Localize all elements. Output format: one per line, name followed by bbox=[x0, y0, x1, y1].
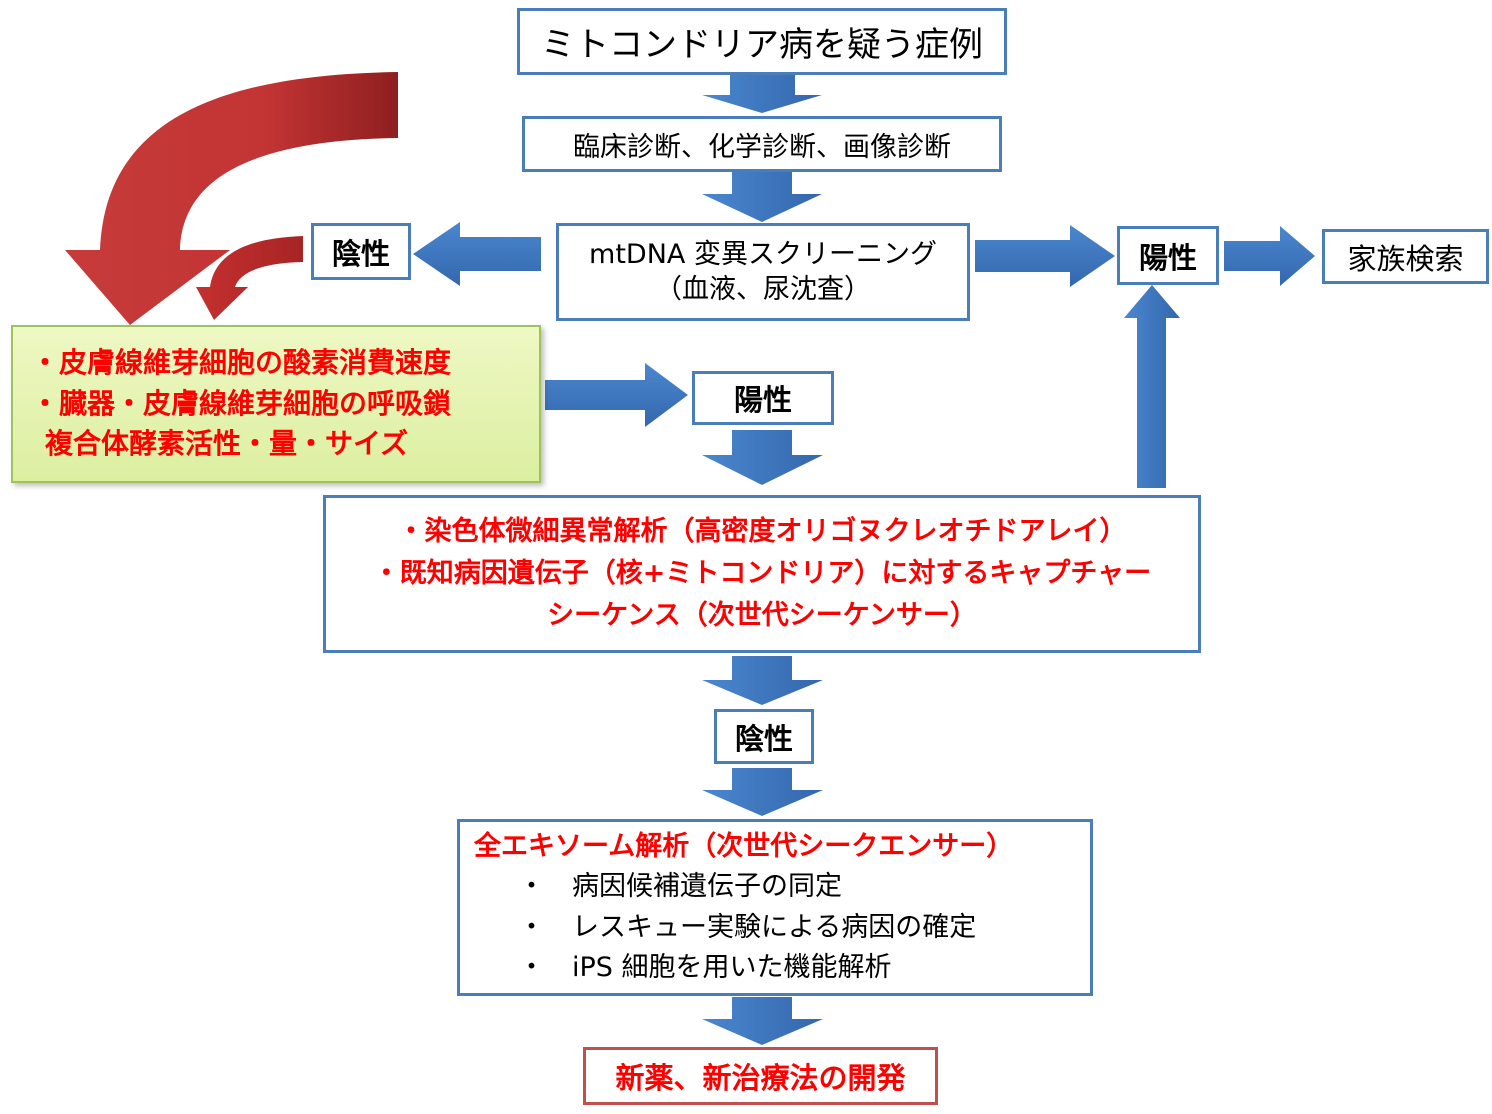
enzyme-box: ・皮膚線維芽細胞の酸素消費速度 ・臓器・皮膚線維芽細胞の呼吸鎖 複合体酵素活性・… bbox=[11, 325, 541, 483]
arrow-down-5 bbox=[702, 768, 823, 816]
arrow-right-family bbox=[1224, 226, 1315, 286]
screening-box: mtDNA 変異スクリーニング （血液、尿沈査） bbox=[556, 223, 970, 321]
chromosome-line-2: ・既知病因遺伝子（核+ミトコンドリア）に対するキャプチャー bbox=[372, 558, 1152, 590]
enzyme-line-3: 複合体酵素活性・量・サイズ bbox=[45, 427, 409, 461]
enzyme-line-2: ・臓器・皮膚線維芽細胞の呼吸鎖 bbox=[31, 386, 452, 420]
exome-item-3: ・ iPS 細胞を用いた機能解析 bbox=[518, 952, 892, 983]
positive-right-box: 陽性 bbox=[1117, 226, 1219, 285]
family-search-label: 家族検索 bbox=[1347, 241, 1464, 276]
positive-right-label: 陽性 bbox=[1138, 240, 1197, 275]
chromosome-box: ・染色体微細異常解析（高密度オリゴヌクレオチドアレイ） ・既知病因遺伝子（核+ミ… bbox=[323, 495, 1201, 653]
big-red-curved-arrow bbox=[65, 72, 398, 325]
exome-title: 全エキソーム解析（次世代シークエンサー） bbox=[474, 830, 1014, 862]
small-red-curved-arrow bbox=[196, 236, 303, 320]
arrow-down-6 bbox=[702, 997, 823, 1045]
arrow-up-right bbox=[1124, 285, 1180, 488]
arrow-down-3 bbox=[702, 430, 823, 485]
screening-line-1: mtDNA 変異スクリーニング bbox=[589, 238, 937, 270]
negative-mid-label: 陰性 bbox=[734, 721, 793, 756]
arrow-right-positive bbox=[975, 225, 1115, 287]
negative-left-label: 陰性 bbox=[331, 236, 390, 271]
start-box: ミトコンドリア病を疑う症例 bbox=[517, 8, 1007, 75]
screening-line-2: （血液、尿沈査） bbox=[655, 274, 871, 305]
outcome-label: 新薬、新治療法の開発 bbox=[615, 1061, 906, 1095]
chromosome-line-1: ・染色体微細異常解析（高密度オリゴヌクレオチドアレイ） bbox=[397, 516, 1127, 548]
arrow-left-negative bbox=[413, 222, 541, 286]
exome-item-1: ・ 病因候補遺伝子の同定 bbox=[518, 871, 842, 902]
positive-mid-label: 陽性 bbox=[733, 383, 792, 417]
diagnosis-label: 臨床診断、化学診断、画像診断 bbox=[573, 131, 951, 163]
positive-mid-box: 陽性 bbox=[692, 371, 834, 425]
arrow-down-2 bbox=[702, 172, 822, 222]
family-search-box: 家族検索 bbox=[1322, 229, 1489, 284]
arrow-down-1 bbox=[702, 75, 822, 113]
start-label: ミトコンドリア病を疑う症例 bbox=[541, 25, 983, 65]
outcome-box: 新薬、新治療法の開発 bbox=[583, 1047, 938, 1105]
arrow-right-enzyme bbox=[545, 363, 688, 427]
enzyme-line-1: ・皮膚線維芽細胞の酸素消費速度 bbox=[31, 346, 452, 380]
negative-left-box: 陰性 bbox=[311, 223, 411, 280]
arrow-down-4 bbox=[702, 656, 823, 705]
negative-mid-box: 陰性 bbox=[714, 709, 814, 764]
diagnosis-box: 臨床診断、化学診断、画像診断 bbox=[522, 116, 1002, 172]
exome-item-2: ・ レスキュー実験による病因の確定 bbox=[518, 911, 977, 943]
exome-box: 全エキソーム解析（次世代シークエンサー） ・ 病因候補遺伝子の同定 ・ レスキュ… bbox=[457, 819, 1093, 996]
chromosome-line-3: シーケンス（次世代シーケンサー） bbox=[547, 599, 977, 631]
